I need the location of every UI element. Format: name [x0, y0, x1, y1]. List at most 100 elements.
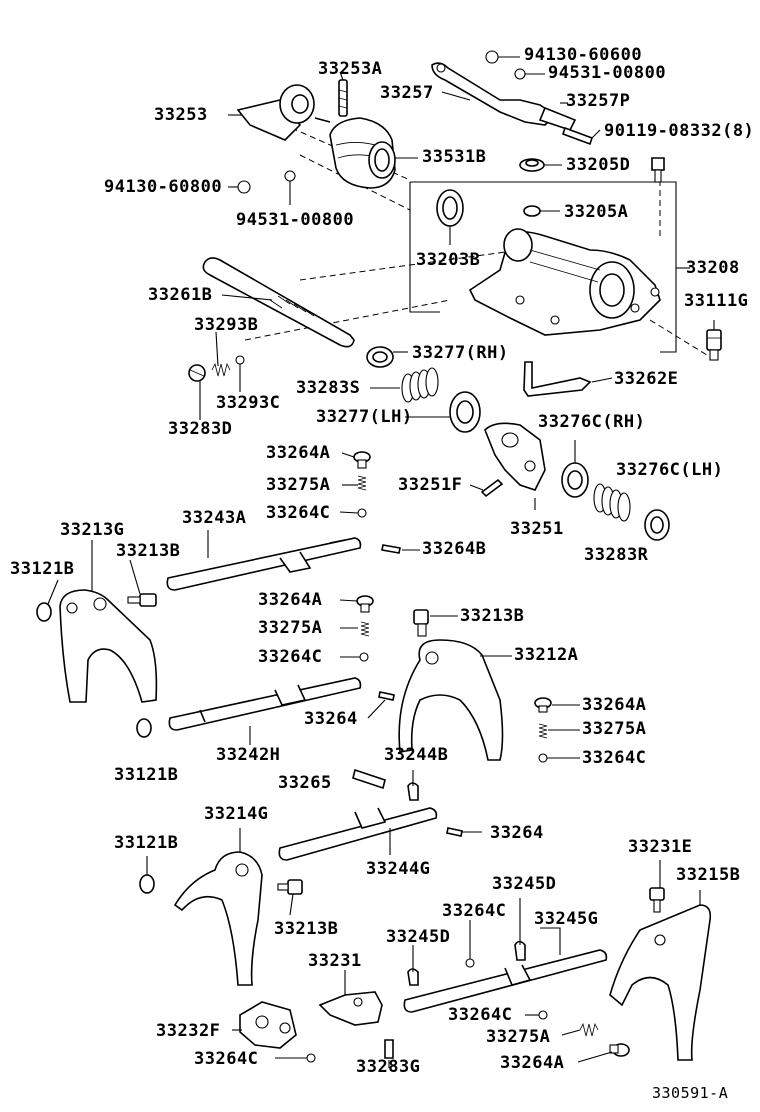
- ball-33264C-2: [359, 652, 369, 662]
- nut-94130-60600: [485, 50, 499, 64]
- part-label-33264A: 33264A: [500, 1053, 565, 1073]
- part-label-33264A: 33264A: [258, 590, 323, 610]
- shaft-33261B: [202, 257, 355, 348]
- part-label-33276C-lh: 33276C(LH): [616, 460, 724, 480]
- shift-rail-33242H: [168, 677, 362, 731]
- part-label-33121B: 33121B: [114, 765, 179, 785]
- pin-33264B: [381, 544, 401, 554]
- ball-33264C-3: [538, 753, 548, 763]
- part-label-33264A: 33264A: [266, 443, 331, 463]
- part-label-33275A: 33275A: [266, 475, 331, 495]
- pin-33251F: [480, 478, 504, 498]
- seat-33276C-rh: [561, 462, 589, 498]
- part-label-33203B: 33203B: [416, 250, 481, 270]
- part-label-33245D: 33245D: [386, 927, 451, 947]
- pin-33265: [352, 768, 386, 790]
- pad-33121B-2: [136, 718, 152, 738]
- part-label-94130-60600: 94130-60600: [524, 45, 643, 65]
- ball-33264C-4: [465, 958, 475, 968]
- washer-33205D: [519, 158, 545, 172]
- lever-bracket-33253: [236, 84, 331, 141]
- shift-head-33251: [484, 422, 546, 491]
- ball-33264C-5: [538, 1010, 548, 1020]
- part-label-33261B: 33261B: [148, 285, 213, 305]
- part-label-33245G: 33245G: [534, 909, 599, 929]
- part-label-33283G: 33283G: [356, 1057, 421, 1077]
- assembly-guide-line: [649, 319, 716, 361]
- part-label-33121B: 33121B: [114, 833, 179, 853]
- part-label-33264C: 33264C: [194, 1049, 259, 1069]
- shift-fork-33212A: [398, 639, 504, 761]
- bolt-33213B-3: [277, 879, 303, 895]
- spring-33283R: [593, 483, 631, 522]
- spring-33293B: [211, 362, 231, 377]
- bracket-frame: [410, 181, 677, 353]
- bolt-33213B-1: [127, 593, 157, 607]
- lever-33257: [431, 62, 577, 131]
- bolt-33213B-2: [413, 609, 429, 637]
- part-label-33231E: 33231E: [628, 837, 693, 857]
- shift-fork-33213G: [59, 589, 158, 703]
- leader-lines: [47, 56, 715, 1068]
- screw-33264A-2: [356, 595, 374, 613]
- part-label-33231: 33231: [308, 951, 362, 971]
- housing-33208: [468, 228, 661, 336]
- part-label-33253A: 33253A: [318, 59, 383, 79]
- pin-33264-1: [378, 691, 395, 701]
- clip-33245D-2: [407, 968, 419, 986]
- part-label-33283R: 33283R: [584, 545, 649, 565]
- part-label-33213B: 33213B: [274, 919, 339, 939]
- part-label-33243A: 33243A: [182, 508, 247, 528]
- ball-33293C: [235, 355, 245, 365]
- part-label-33213G: 33213G: [60, 520, 125, 540]
- part-label-33264: 33264: [490, 823, 544, 843]
- part-label-33283S: 33283S: [296, 378, 361, 398]
- washer-94531-00800-top: [514, 68, 526, 80]
- pad-33121B-1: [36, 602, 52, 622]
- shift-fork-33214G: [173, 851, 263, 986]
- part-label-94531-00800: 94531-00800: [236, 210, 355, 230]
- part-label-33251: 33251: [510, 519, 564, 539]
- shift-fork-33215B: [609, 904, 712, 1061]
- spring-33275A-4: [579, 1022, 599, 1037]
- part-label-33276C-rh: 33276C(RH): [538, 412, 646, 432]
- assembly-guide-line: [244, 299, 451, 341]
- part-label-33277-rh: 33277(RH): [412, 343, 509, 363]
- part-label-33212A: 33212A: [514, 645, 579, 665]
- part-label-33244B: 33244B: [384, 745, 449, 765]
- part-label-33531B: 33531B: [422, 147, 487, 167]
- part-label-33262E: 33262E: [614, 369, 679, 389]
- shift-rail-33245G: [403, 949, 608, 1013]
- screw-33264A-3: [534, 697, 552, 713]
- spring-33283S: [401, 367, 439, 403]
- part-label-33283D: 33283D: [168, 419, 233, 439]
- seat-33276C-lh: [644, 509, 670, 541]
- ball-33264C-1: [357, 508, 367, 518]
- part-label-33264C: 33264C: [258, 647, 323, 667]
- part-label-33253: 33253: [154, 105, 208, 125]
- breather-33111G: [706, 329, 722, 361]
- pin-33264-2: [446, 827, 463, 837]
- part-label-33205A: 33205A: [564, 202, 629, 222]
- pad-33121B-3: [139, 874, 155, 894]
- part-label-94531-00800: 94531-00800: [548, 63, 667, 83]
- spring-33275A-2: [360, 621, 370, 637]
- part-label-33213B: 33213B: [116, 541, 181, 561]
- bolt-90119-08332: [561, 126, 594, 146]
- bush-33277-lh: [449, 391, 481, 433]
- nut-94130-60800: [237, 180, 251, 194]
- part-label-33232F: 33232F: [156, 1021, 221, 1041]
- plug-33283D: [188, 364, 206, 382]
- part-label-33205D: 33205D: [566, 155, 631, 175]
- part-label-33265: 33265: [278, 773, 332, 793]
- part-label-33264C: 33264C: [442, 901, 507, 921]
- part-label-33275A: 33275A: [486, 1027, 551, 1047]
- part-label-33251F: 33251F: [398, 475, 463, 495]
- collar-33205A: [523, 205, 541, 217]
- part-label-33293B: 33293B: [194, 315, 259, 335]
- part-label-33208: 33208: [686, 258, 740, 278]
- ball-33264C-6: [306, 1053, 316, 1063]
- part-label-33257: 33257: [380, 83, 434, 103]
- part-label-33277-lh: 33277(LH): [316, 407, 413, 427]
